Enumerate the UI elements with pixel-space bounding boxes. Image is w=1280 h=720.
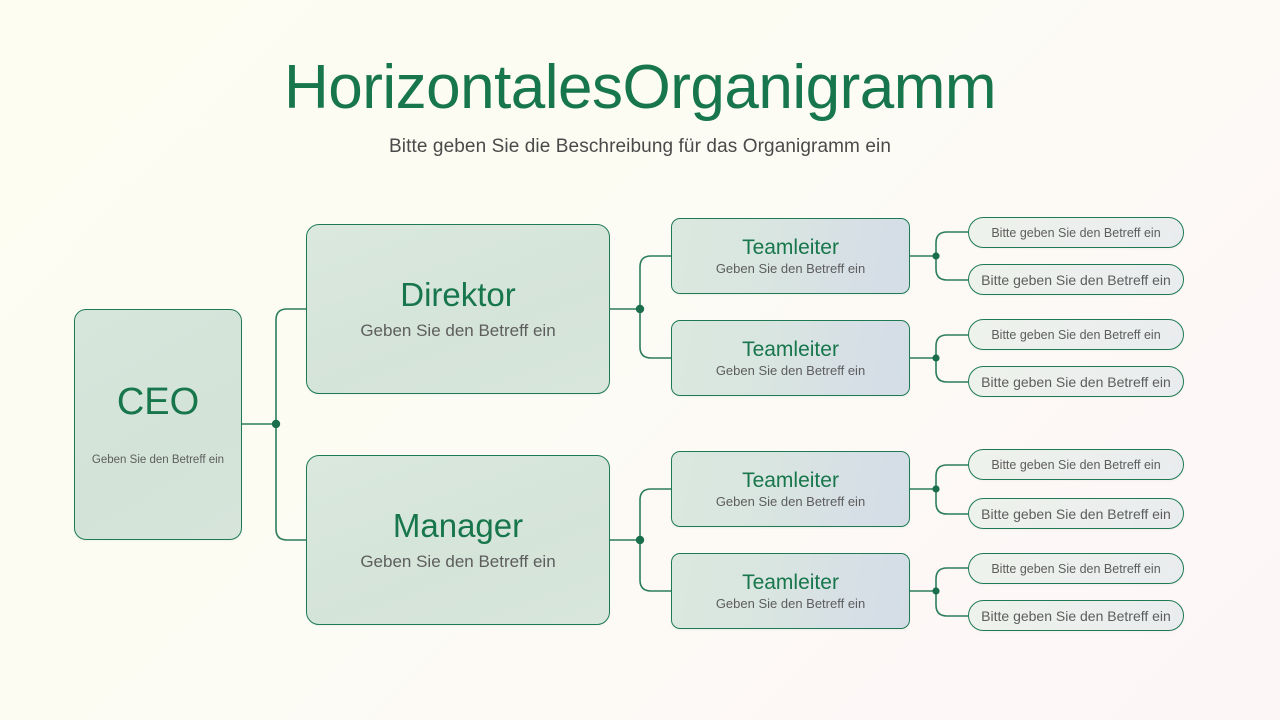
junction-dot-tl4 — [932, 587, 940, 595]
connector-tl4-pill7 — [935, 567, 968, 591]
node-teamleiter-4[interactable]: Teamleiter Geben Sie den Betreff ein — [671, 553, 910, 629]
node-teamleiter-1-title: Teamleiter — [742, 235, 839, 259]
connector-manager-tl3 — [639, 488, 671, 540]
node-ceo[interactable]: CEO Geben Sie den Betreff ein — [74, 309, 242, 540]
node-direktor-subtitle: Geben Sie den Betreff ein — [360, 320, 556, 340]
junction-dot-manager — [635, 535, 645, 545]
node-manager-title: Manager — [392, 506, 524, 544]
connector-tl2-pill4 — [935, 358, 968, 383]
connector-tl3-pill6 — [935, 489, 968, 515]
connector-tl1-pill1 — [935, 231, 968, 256]
connector-ceo-manager — [275, 424, 306, 541]
node-teamleiter-3-title: Teamleiter — [742, 468, 839, 492]
pill-4[interactable]: Bitte geben Sie den Betreff ein — [968, 366, 1184, 397]
pill-3[interactable]: Bitte geben Sie den Betreff ein — [968, 319, 1184, 350]
node-teamleiter-4-subtitle: Geben Sie den Betreff ein — [715, 595, 866, 611]
node-ceo-subtitle: Geben Sie den Betreff ein — [91, 453, 225, 466]
connector-direktor-tl2 — [639, 309, 671, 359]
node-teamleiter-1[interactable]: Teamleiter Geben Sie den Betreff ein — [671, 218, 910, 294]
node-teamleiter-3-subtitle: Geben Sie den Betreff ein — [715, 493, 866, 509]
node-manager-subtitle: Geben Sie den Betreff ein — [360, 551, 556, 571]
node-teamleiter-1-subtitle: Geben Sie den Betreff ein — [715, 260, 866, 276]
connector-tl1-pill2 — [935, 256, 968, 281]
junction-dot-tl1 — [932, 252, 940, 260]
junction-dot-tl2 — [932, 354, 940, 362]
pill-1[interactable]: Bitte geben Sie den Betreff ein — [968, 217, 1184, 248]
junction-dot-tl3 — [932, 485, 940, 493]
page-subtitle: Bitte geben Sie die Beschreibung für das… — [389, 136, 891, 158]
pill-2[interactable]: Bitte geben Sie den Betreff ein — [968, 264, 1184, 295]
node-teamleiter-2-subtitle: Geben Sie den Betreff ein — [715, 362, 866, 378]
node-direktor[interactable]: Direktor Geben Sie den Betreff ein — [306, 224, 610, 394]
pill-5[interactable]: Bitte geben Sie den Betreff ein — [968, 449, 1184, 480]
connector-direktor-tl1 — [639, 255, 671, 309]
pill-8[interactable]: Bitte geben Sie den Betreff ein — [968, 600, 1184, 631]
node-ceo-title: CEO — [116, 380, 200, 423]
connector-manager-tl4 — [639, 540, 671, 592]
node-teamleiter-3[interactable]: Teamleiter Geben Sie den Betreff ein — [671, 451, 910, 527]
node-teamleiter-2[interactable]: Teamleiter Geben Sie den Betreff ein — [671, 320, 910, 396]
node-manager[interactable]: Manager Geben Sie den Betreff ein — [306, 455, 610, 625]
junction-dot-direktor — [635, 304, 645, 314]
node-teamleiter-2-title: Teamleiter — [742, 337, 839, 361]
node-direktor-title: Direktor — [400, 275, 516, 313]
page-title: HorizontalesOrganigramm — [283, 53, 997, 122]
connector-ceo-direktor — [275, 308, 306, 424]
connector-tl3-pill5 — [935, 464, 968, 489]
connector-tl2-pill3 — [935, 334, 968, 358]
chart-header: HorizontalesOrganigramm Bitte geben Sie … — [0, 0, 1280, 158]
pill-6[interactable]: Bitte geben Sie den Betreff ein — [968, 498, 1184, 529]
junction-dot-ceo — [271, 419, 281, 429]
pill-7[interactable]: Bitte geben Sie den Betreff ein — [968, 553, 1184, 584]
node-teamleiter-4-title: Teamleiter — [742, 570, 839, 594]
connector-tl4-pill8 — [935, 591, 968, 617]
